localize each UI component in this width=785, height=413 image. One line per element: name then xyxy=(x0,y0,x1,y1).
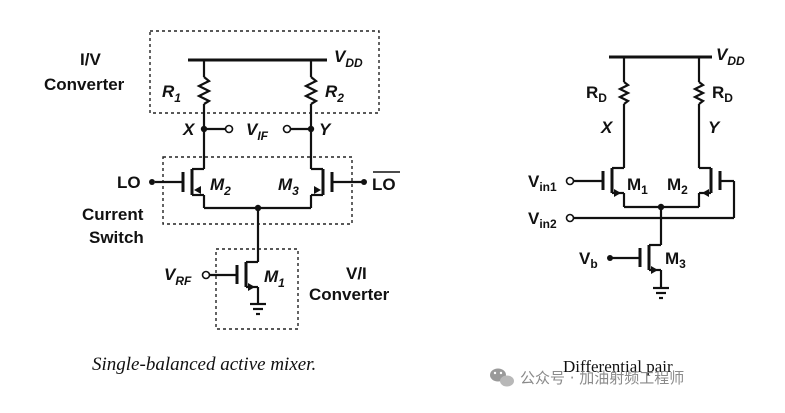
watermark-text: 公众号 · 加油射频工程师 xyxy=(520,369,684,387)
dp-vb-terminal xyxy=(607,255,613,261)
dp-vin2-label: Vin2 xyxy=(528,209,557,231)
dp-vin1-label: Vin1 xyxy=(528,172,557,194)
dp-m3-label: M3 xyxy=(665,249,686,271)
dp-m1-transistor xyxy=(573,166,624,197)
dp-vb-label: Vb xyxy=(579,249,598,271)
vi-converter-box xyxy=(215,248,299,330)
vi-label-line1: V/I xyxy=(346,264,367,283)
watermark: 公众号 · 加油射频工程师 xyxy=(490,368,684,387)
mixer-caption: Single-balanced active mixer. xyxy=(92,354,316,375)
r2-label: R2 xyxy=(325,82,344,105)
vrf-terminal xyxy=(201,270,211,280)
r1-resistor xyxy=(196,76,212,105)
mixer-vdd-label: VDD xyxy=(334,47,363,70)
lo-bar-terminal xyxy=(361,179,367,185)
lo-bar-label: LO xyxy=(372,175,396,194)
dp-m1-label: M1 xyxy=(627,175,648,197)
dp-node-y-label: Y xyxy=(708,118,721,137)
diffpair-schematic: VDD RD RD X Y Vin1 Vin2 Vb M1 M2 M3 Diff… xyxy=(528,45,745,376)
dp-rd-left-resistor xyxy=(617,81,631,105)
dp-m3-transistor xyxy=(611,243,661,274)
switch-label-line2: Switch xyxy=(89,228,144,247)
dp-m2-transistor xyxy=(699,166,736,218)
switch-label-line1: Current xyxy=(82,205,144,224)
lo-terminal xyxy=(149,179,155,185)
m1-label: M1 xyxy=(264,267,285,290)
dp-node-x-label: X xyxy=(600,118,614,137)
dp-vin2-terminal xyxy=(565,213,575,223)
node-x-label: X xyxy=(182,120,196,139)
iv-label-line2: Converter xyxy=(44,75,125,94)
iv-label-line1: I/V xyxy=(80,50,101,69)
ground-symbol xyxy=(250,302,266,316)
node-y-label: Y xyxy=(319,120,332,139)
dp-rd-left-label: RD xyxy=(586,83,607,105)
diffpair-caption: Differential pair xyxy=(563,357,673,376)
r1-label: R1 xyxy=(162,82,181,105)
m2-transistor xyxy=(155,167,204,197)
vif-terminal-left xyxy=(224,124,234,134)
m1-transistor xyxy=(210,260,258,291)
m3-transistor xyxy=(311,167,362,197)
wechat-icon xyxy=(490,368,514,387)
m3-label: M3 xyxy=(278,175,299,198)
vi-label-line2: Converter xyxy=(309,285,390,304)
vif-terminal-right xyxy=(282,124,292,134)
dp-m2-label: M2 xyxy=(667,175,688,197)
dp-rd-right-label: RD xyxy=(712,83,733,105)
r2-resistor xyxy=(303,76,319,105)
m2-label: M2 xyxy=(210,175,231,198)
lo-label: LO xyxy=(117,173,141,192)
mixer-schematic: I/V Converter Current Switch V/I Convert… xyxy=(44,30,400,375)
vrf-label: VRF xyxy=(164,265,192,288)
vif-label: VIF xyxy=(246,120,269,143)
dp-vdd-label: VDD xyxy=(716,45,745,68)
iv-converter-box xyxy=(149,30,380,114)
dp-rd-right-resistor xyxy=(692,81,706,105)
dp-ground-symbol xyxy=(653,286,669,300)
dp-vin1-terminal xyxy=(565,176,575,186)
